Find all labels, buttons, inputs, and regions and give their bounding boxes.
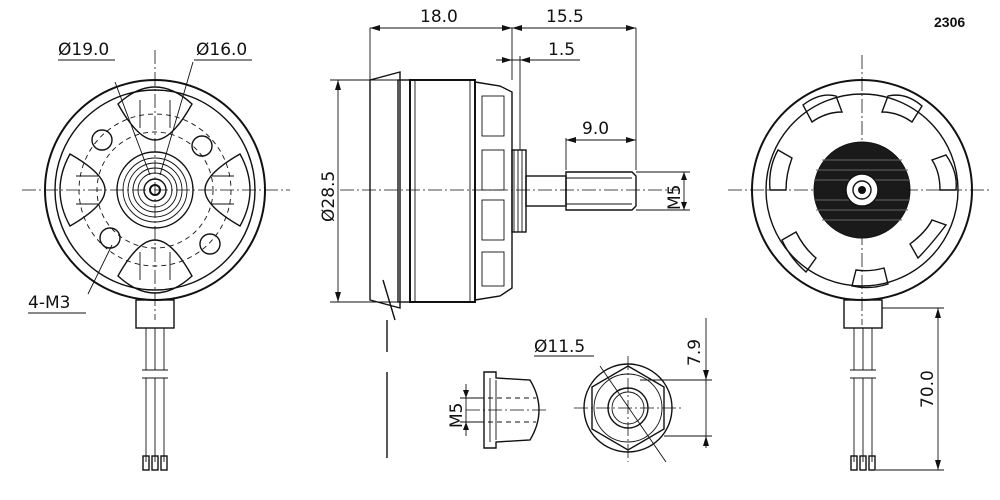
back-view <box>728 55 990 471</box>
nut-height-label: 7.9 <box>685 339 705 366</box>
nut-side-view <box>466 371 548 449</box>
side-shaft-length-label: 9.0 <box>582 119 609 139</box>
side-body-length-label: 18.0 <box>420 7 458 27</box>
side-gap-label: 1.5 <box>548 40 575 60</box>
nut-front-view <box>574 356 682 463</box>
front-view <box>22 50 290 471</box>
nut-diameter-label: Ø11.5 <box>534 337 585 357</box>
front-dia-inner-label: Ø16.0 <box>196 40 247 60</box>
model-number: 2306 <box>934 14 965 30</box>
side-thread-label: M5 <box>665 185 685 210</box>
front-dia-outer-label: Ø19.0 <box>58 40 109 60</box>
side-total-length-label: 15.5 <box>546 7 584 27</box>
side-view <box>340 71 680 458</box>
front-holes-label: 4-M3 <box>28 293 70 313</box>
back-lead-length-label: 70.0 <box>918 370 938 408</box>
side-diameter-label: Ø28.5 <box>319 171 339 222</box>
back-fan <box>813 141 911 239</box>
nut-thread-label: M5 <box>447 403 467 428</box>
